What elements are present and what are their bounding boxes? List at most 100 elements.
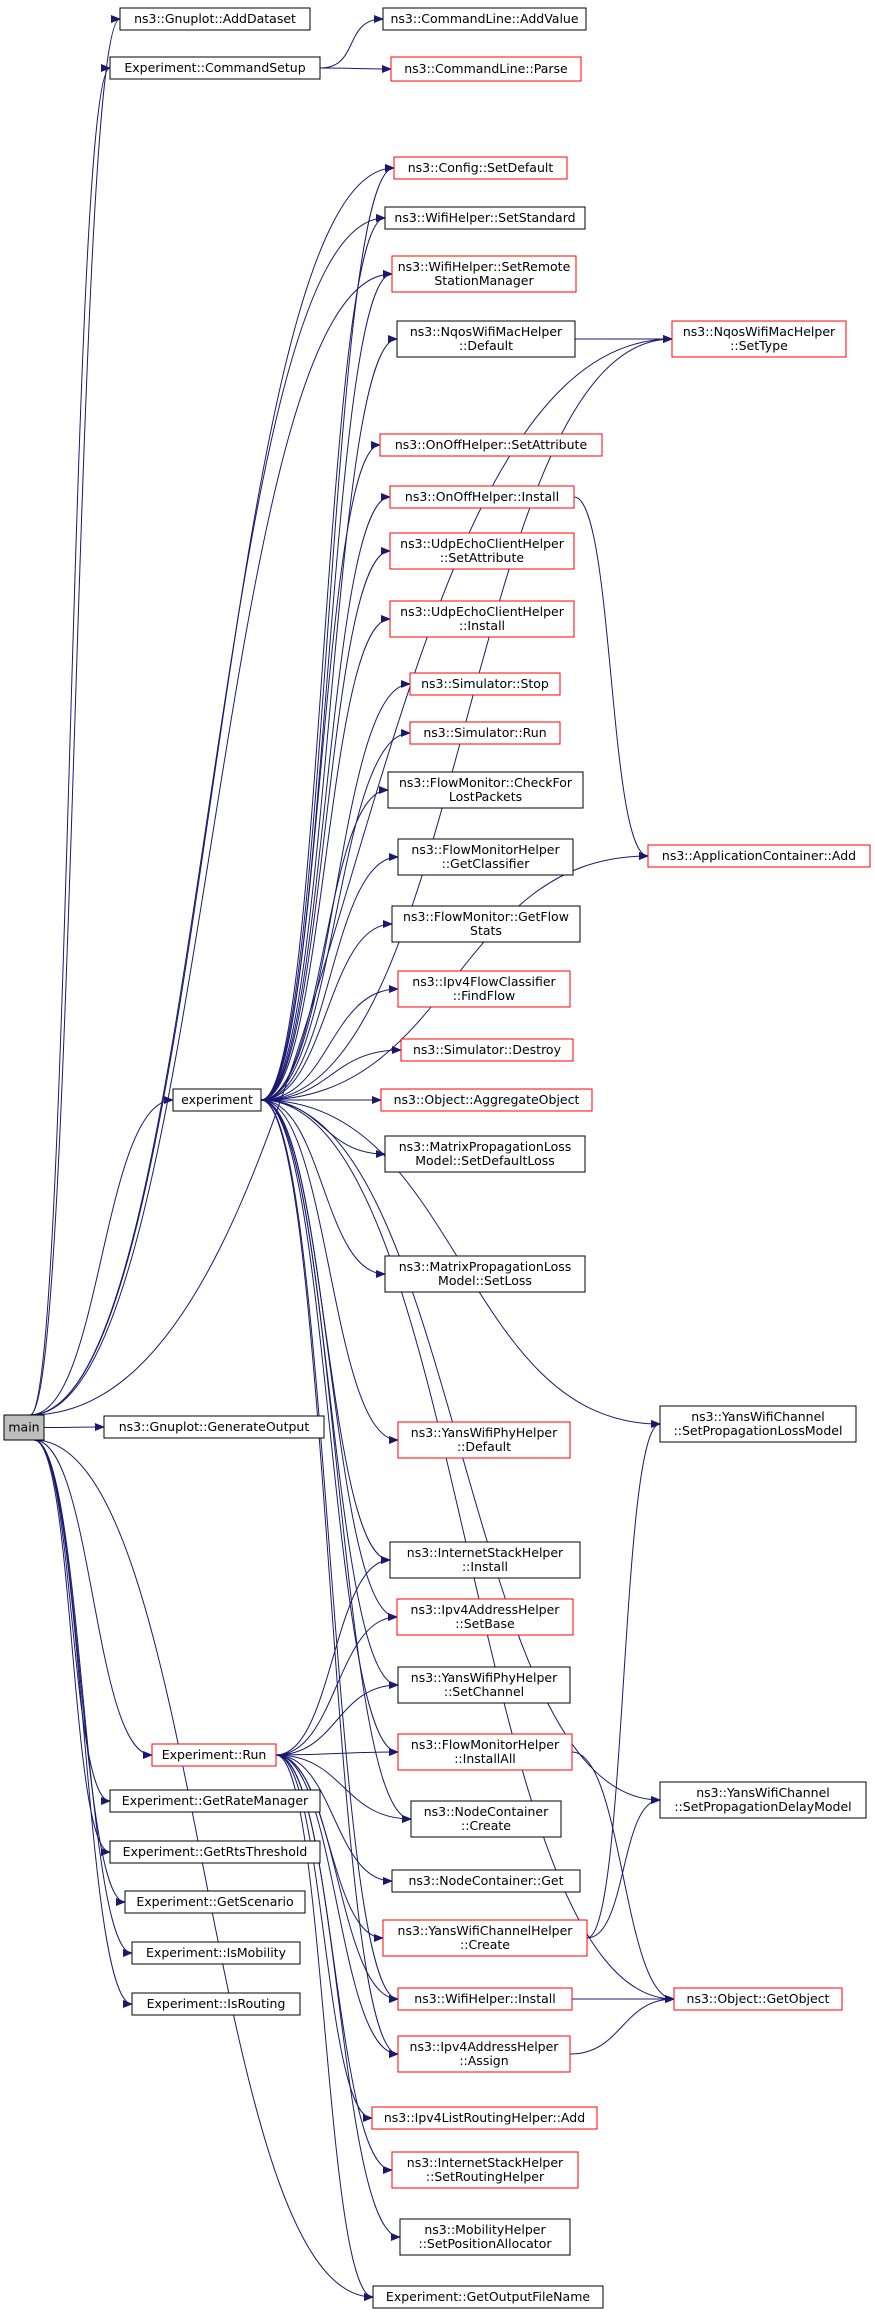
node-box[interactable] <box>109 56 321 80</box>
node-box[interactable] <box>103 1415 325 1439</box>
node-box[interactable] <box>659 1781 867 1819</box>
node-box[interactable] <box>389 600 575 638</box>
node-experiment[interactable]: experiment <box>172 1088 262 1112</box>
node-box[interactable] <box>389 1541 581 1579</box>
node-object_aggregateobject[interactable]: ns3::Object::AggregateObject <box>380 1088 593 1112</box>
node-yanswifichannel_setpropdelaymodel[interactable]: ns3::YansWifiChannel::SetPropagationDela… <box>659 1781 867 1819</box>
node-box[interactable] <box>673 1987 843 2011</box>
node-box[interactable] <box>389 485 575 509</box>
node-box[interactable] <box>124 1890 306 1914</box>
node-box[interactable] <box>397 1733 573 1771</box>
node-internetstackhelper_install[interactable]: ns3::InternetStackHelper::Install <box>389 1541 581 1579</box>
node-box[interactable] <box>372 2285 604 2309</box>
node-box[interactable] <box>391 255 577 293</box>
node-box[interactable] <box>387 771 584 809</box>
node-main[interactable]: main <box>3 1414 45 1441</box>
node-box[interactable] <box>172 1088 262 1112</box>
node-box[interactable] <box>410 1800 562 1838</box>
node-box[interactable] <box>397 970 571 1008</box>
node-yanswifichannelhelper_create[interactable]: ns3::YansWifiChannelHelper::Create <box>382 1919 588 1957</box>
node-box[interactable] <box>382 1919 588 1957</box>
node-internetstackhelper_setrouting[interactable]: ns3::InternetStackHelper::SetRoutingHelp… <box>391 2151 579 2189</box>
node-simulator_run[interactable]: ns3::Simulator::Run <box>409 721 561 745</box>
node-box[interactable] <box>647 844 871 868</box>
node-onoffhelper_install[interactable]: ns3::OnOffHelper::Install <box>389 485 575 509</box>
node-box[interactable] <box>397 1666 571 1704</box>
node-box[interactable] <box>659 1405 857 1443</box>
node-ipv4flowclassifier_findflow[interactable]: ns3::Ipv4FlowClassifier::FindFlow <box>397 970 571 1008</box>
node-gnuplot_generateoutput[interactable]: ns3::Gnuplot::GenerateOutput <box>103 1415 325 1439</box>
node-box[interactable] <box>391 2151 579 2189</box>
node-box[interactable] <box>399 2218 571 2256</box>
node-box[interactable] <box>131 1941 301 1965</box>
node-exp_getrtsthreshold[interactable]: Experiment::GetRtsThreshold <box>109 1840 321 1864</box>
node-object_getobject[interactable]: ns3::Object::GetObject <box>673 1987 843 2011</box>
node-yanswifiphyhelper_default[interactable]: ns3::YansWifiPhyHelper::Default <box>397 1421 571 1459</box>
node-gnuplot_adddataset[interactable]: ns3::Gnuplot::AddDataset <box>119 7 311 31</box>
node-box[interactable] <box>396 1598 574 1636</box>
node-exp_getscenario[interactable]: Experiment::GetScenario <box>124 1890 306 1914</box>
node-box[interactable] <box>109 1789 321 1813</box>
node-exp_ismobility[interactable]: Experiment::IsMobility <box>131 1941 301 1965</box>
node-nqoswifimachelper_settype[interactable]: ns3::NqosWifiMacHelper::SetType <box>671 320 847 358</box>
node-experiment_run[interactable]: Experiment::Run <box>151 1743 277 1767</box>
node-box[interactable] <box>396 320 576 358</box>
node-appcontainer_add[interactable]: ns3::ApplicationContainer::Add <box>647 844 871 868</box>
node-wifihelper_install[interactable]: ns3::WifiHelper::Install <box>397 1987 573 2011</box>
node-ipv4listroutinghelper_add[interactable]: ns3::Ipv4ListRoutingHelper::Add <box>371 2106 598 2130</box>
node-box[interactable] <box>400 1038 574 1062</box>
node-box[interactable] <box>131 1992 301 2016</box>
node-nodecontainer_create[interactable]: ns3::NodeContainer::Create <box>410 1800 562 1838</box>
node-config_setdefault[interactable]: ns3::Config::SetDefault <box>393 156 568 180</box>
node-nqoswifimachelper_default[interactable]: ns3::NqosWifiMacHelper::Default <box>396 320 576 358</box>
node-udpechoclient_install[interactable]: ns3::UdpEchoClientHelper::Install <box>389 600 575 638</box>
node-box[interactable] <box>371 2106 598 2130</box>
node-box[interactable] <box>390 56 582 82</box>
node-simulator_destroy[interactable]: ns3::Simulator::Destroy <box>400 1038 574 1062</box>
node-matrixprop_setdefaultloss[interactable]: ns3::MatrixPropagationLossModel::SetDefa… <box>384 1135 586 1173</box>
node-box[interactable] <box>382 7 587 31</box>
node-box[interactable] <box>389 532 575 570</box>
node-box[interactable] <box>384 1255 586 1293</box>
node-flowmonitorhelper_installall[interactable]: ns3::FlowMonitorHelper::InstallAll <box>397 1733 573 1771</box>
node-exp_getoutputfilename[interactable]: Experiment::GetOutputFileName <box>372 2285 604 2309</box>
node-box[interactable] <box>391 905 581 943</box>
node-mobilityhelper_setposition[interactable]: ns3::MobilityHelper::SetPositionAllocato… <box>399 2218 571 2256</box>
node-box[interactable] <box>3 1414 45 1441</box>
node-box[interactable] <box>397 1421 571 1459</box>
node-exp_getratemanager[interactable]: Experiment::GetRateManager <box>109 1789 321 1813</box>
node-simulator_stop[interactable]: ns3::Simulator::Stop <box>409 672 561 696</box>
node-box[interactable] <box>119 7 311 31</box>
node-exp_isrouting[interactable]: Experiment::IsRouting <box>131 1992 301 2016</box>
node-udpechoclient_setattribute[interactable]: ns3::UdpEchoClientHelper::SetAttribute <box>389 532 575 570</box>
node-yanswifiphyhelper_setchannel[interactable]: ns3::YansWifiPhyHelper::SetChannel <box>397 1666 571 1704</box>
node-box[interactable] <box>151 1743 277 1767</box>
node-ipv4addresshelper_assign[interactable]: ns3::Ipv4AddressHelper::Assign <box>397 2035 571 2073</box>
node-yanswifichannel_setproplossmodel[interactable]: ns3::YansWifiChannel::SetPropagationLoss… <box>659 1405 857 1443</box>
node-box[interactable] <box>397 838 574 876</box>
node-box[interactable] <box>384 206 586 230</box>
node-ipv4addresshelper_setbase[interactable]: ns3::Ipv4AddressHelper::SetBase <box>396 1598 574 1636</box>
node-exp_commandsetup[interactable]: Experiment::CommandSetup <box>109 56 321 80</box>
node-box[interactable] <box>379 433 603 457</box>
node-box[interactable] <box>409 672 561 696</box>
node-onoffhelper_setattribute[interactable]: ns3::OnOffHelper::SetAttribute <box>379 433 603 457</box>
node-flowmonitorhelper_getclassifier[interactable]: ns3::FlowMonitorHelper::GetClassifier <box>397 838 574 876</box>
node-cmdline_addvalue[interactable]: ns3::CommandLine::AddValue <box>382 7 587 31</box>
node-box[interactable] <box>409 721 561 745</box>
node-box[interactable] <box>671 320 847 358</box>
node-box[interactable] <box>380 1088 593 1112</box>
node-box[interactable] <box>393 156 568 180</box>
node-cmdline_parse[interactable]: ns3::CommandLine::Parse <box>390 56 582 82</box>
node-box[interactable] <box>109 1840 321 1864</box>
node-box[interactable] <box>384 1135 586 1173</box>
node-box[interactable] <box>397 1987 573 2011</box>
node-box[interactable] <box>397 2035 571 2073</box>
node-nodecontainer_get[interactable]: ns3::NodeContainer::Get <box>391 1869 581 1893</box>
node-box[interactable] <box>391 1869 581 1893</box>
node-wifihelper_setstandard[interactable]: ns3::WifiHelper::SetStandard <box>384 206 586 230</box>
